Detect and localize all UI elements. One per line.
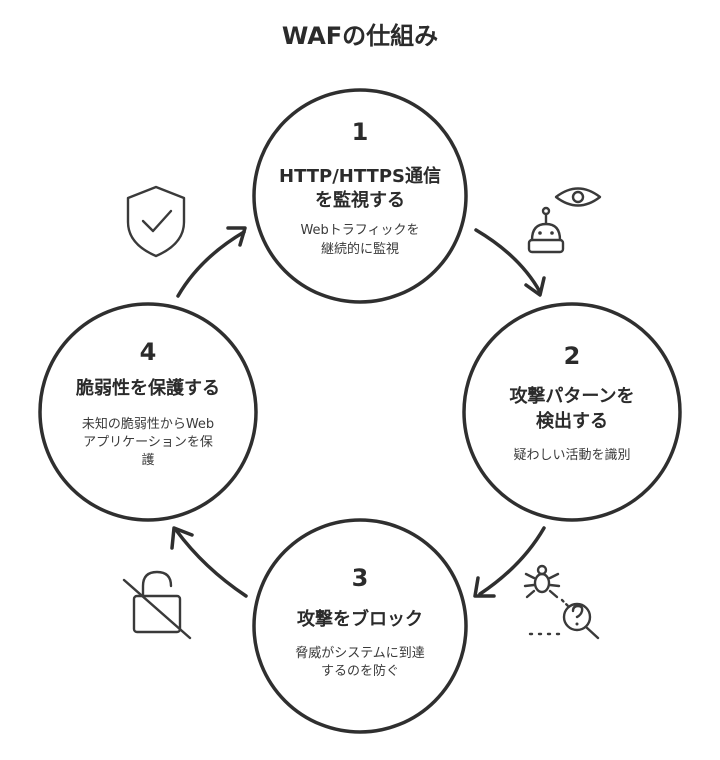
step-description-2-line1: 疑わしい活動を識別 — [513, 447, 630, 463]
step-circle-1 — [252, 88, 468, 304]
step-circle-3 — [252, 518, 468, 734]
step-node-2: 2 攻撃パターンを 検出する 疑わしい活動を識別 — [462, 302, 682, 522]
shield-check-icon — [126, 185, 186, 258]
bug-magnifier-icon — [523, 564, 600, 640]
robot-icon — [527, 206, 565, 254]
step-number-1: 1 — [352, 118, 369, 146]
step-description-4-line3: 護 — [141, 452, 154, 468]
eye-pupil — [571, 190, 585, 204]
step-description-1-line1: Webトラフィックを — [300, 223, 419, 238]
step-description-3-line1: 脅威がシステムに到達 — [295, 646, 425, 661]
step-heading-1-line1: HTTP/HTTPS通信 — [279, 165, 441, 187]
step-description-4-line2: アプリケーションを保 — [83, 435, 213, 450]
step-node-4: 4 脆弱性を保護する 未知の脆弱性からWeb アプリケーションを保 護 — [38, 302, 258, 522]
step-node-1: 1 HTTP/HTTPS通信 を監視する Webトラフィックを 継続的に監視 — [252, 88, 468, 304]
step-heading-2-line2: 検出する — [536, 410, 608, 432]
arrow-step2-to-step3 — [473, 526, 546, 598]
eye-robot-icon — [527, 187, 602, 254]
step-heading-2-line1: 攻撃パターンを — [509, 385, 634, 407]
arrow-step3-to-step4 — [170, 526, 248, 598]
step-number-2: 2 — [564, 342, 581, 370]
arrow-step1-to-step2 — [474, 228, 546, 297]
step-number-3: 3 — [352, 564, 369, 592]
magnifier-icon — [562, 602, 600, 640]
eye-icon — [554, 187, 602, 207]
unlocked-padlock-icon — [122, 570, 192, 640]
step-description-1-line2: 継続的に監視 — [321, 241, 399, 257]
arrow-step4-to-step1 — [176, 226, 247, 298]
step-heading-1-line2: を監視する — [315, 189, 405, 211]
bug-icon — [523, 564, 570, 608]
step-circle-4 — [38, 302, 258, 522]
step-number-4: 4 — [140, 338, 157, 366]
step-node-3: 3 攻撃をブロック 脅威がシステムに到達 するのを防ぐ — [252, 518, 468, 734]
step-heading-3-line1: 攻撃をブロック — [297, 608, 423, 630]
step-description-3-line2: するのを防ぐ — [321, 663, 399, 679]
flow-arrows — [170, 226, 546, 598]
diagram-title: WAFの仕組み — [282, 22, 438, 50]
step-circle-2 — [462, 302, 682, 522]
step-heading-4-line1: 脆弱性を保護する — [75, 377, 220, 399]
step-description-4-line1: 未知の脆弱性からWeb — [82, 416, 214, 432]
